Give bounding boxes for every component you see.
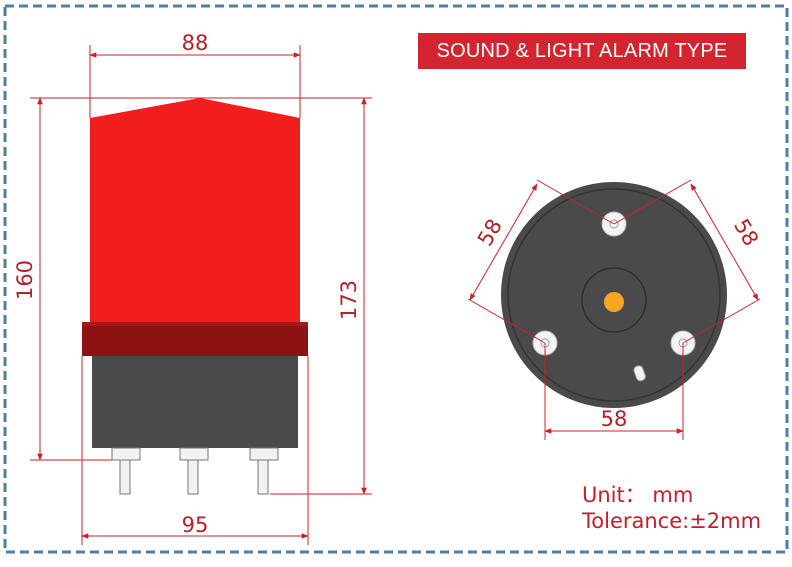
alarm-band-highlight bbox=[82, 322, 308, 326]
tolerance-note: Tolerance:±2mm bbox=[582, 509, 762, 533]
alarm-dome bbox=[90, 98, 300, 322]
dashed-frame bbox=[3, 4, 789, 554]
dim-top-width: 88 bbox=[182, 31, 209, 55]
extension-lines-left bbox=[30, 45, 372, 545]
dim-hole-right: 58 bbox=[729, 215, 763, 250]
bottom-view bbox=[501, 182, 727, 408]
dim-height-total: 173 bbox=[337, 280, 361, 320]
dimension-lines-right bbox=[467, 179, 761, 440]
indicator-light bbox=[604, 292, 624, 312]
base-screw bbox=[633, 365, 646, 382]
alarm-band bbox=[82, 322, 308, 356]
unit-note: Unit： mm bbox=[582, 483, 694, 507]
dim-bottom-width: 95 bbox=[182, 513, 209, 537]
terminal-pins bbox=[111, 447, 279, 495]
alarm-base bbox=[92, 356, 298, 448]
center-ring bbox=[581, 267, 647, 333]
dimension-lines-left bbox=[37, 52, 367, 539]
dim-hole-bottom: 58 bbox=[601, 407, 628, 431]
dim-height-body: 160 bbox=[13, 260, 37, 300]
title-banner: SOUND & LIGHT ALARM TYPE bbox=[418, 33, 746, 69]
